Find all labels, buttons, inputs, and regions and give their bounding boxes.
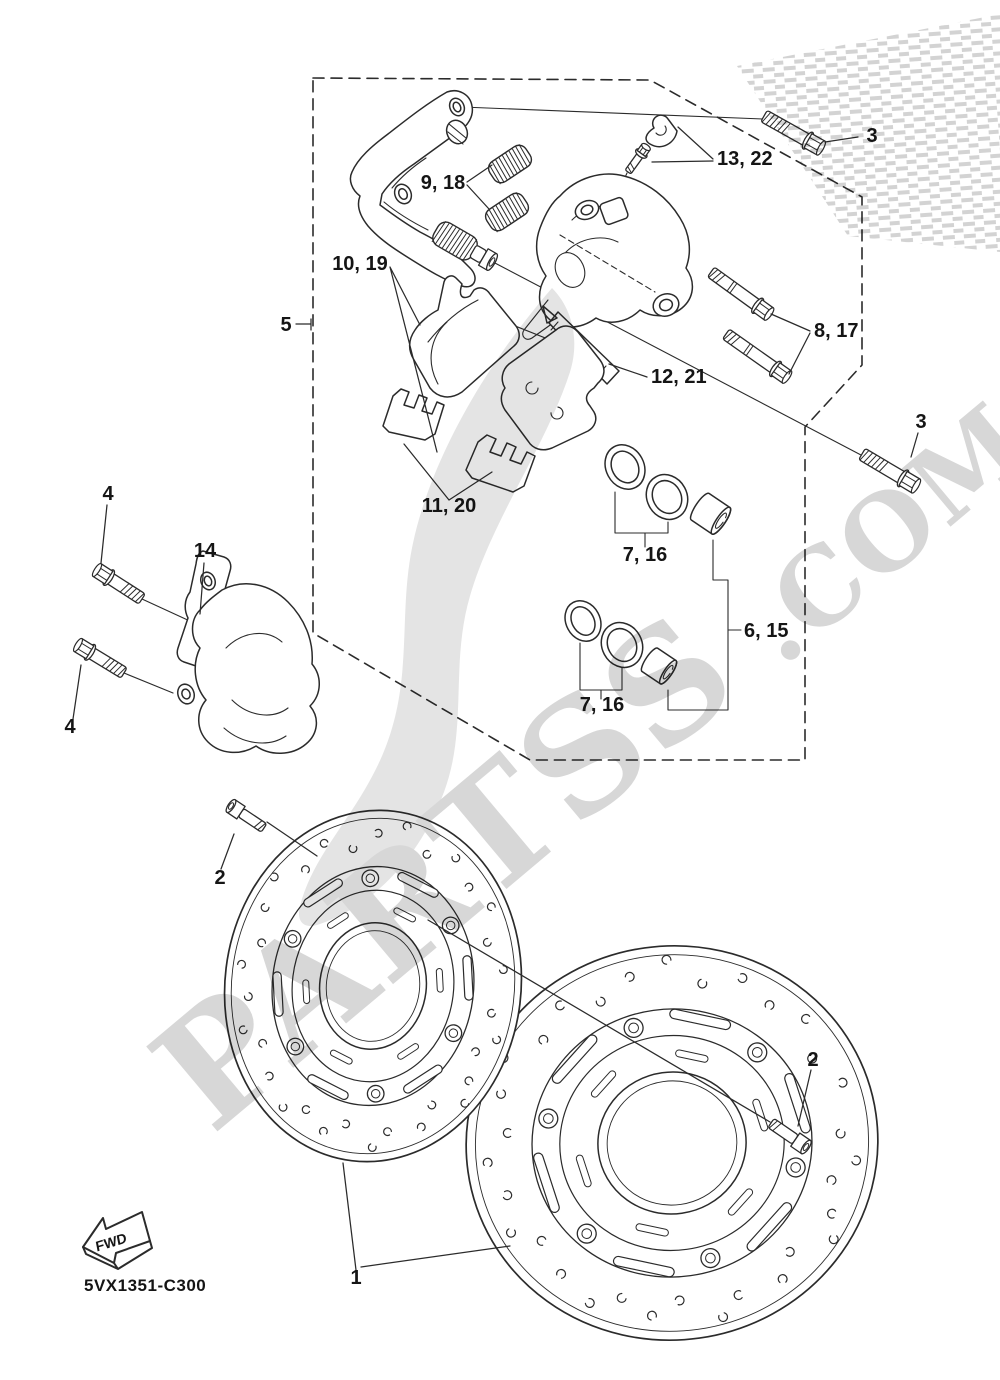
brake-disc-left (223, 809, 523, 1163)
brake-disc-right (465, 944, 879, 1342)
watermark-suffix: .COM (719, 379, 1000, 687)
caliper-piston-lower (640, 647, 678, 685)
callout-4-bottom: 4 (64, 716, 76, 738)
slide-pin-boots (431, 144, 533, 261)
assembly-boundary (312, 77, 863, 761)
caliper-assembly-14 (176, 550, 320, 754)
seal-group-brackets (579, 491, 742, 711)
callout-3-right: 3 (915, 411, 926, 433)
callout-9-18: 9, 18 (421, 172, 465, 194)
watermark-swoosh (298, 288, 575, 926)
callout-13-22: 13, 22 (717, 148, 773, 170)
callout-8-17: 8, 17 (814, 320, 858, 342)
callout-1: 1 (350, 1267, 361, 1289)
callout-6-15: 6, 15 (744, 620, 788, 642)
bleeder-and-hose-guide (645, 114, 678, 148)
callout-12-21: 12, 21 (651, 366, 707, 388)
fwd-arrow: FWD (82, 1211, 153, 1270)
callout-2-left: 2 (214, 867, 225, 889)
caliper-piston-upper (689, 492, 732, 535)
callout-4-top: 4 (102, 483, 114, 505)
callout-5: 5 (280, 314, 291, 336)
callout-7-16-upper: 7, 16 (623, 544, 667, 566)
piston-seals (564, 444, 742, 711)
caliper-body (522, 173, 694, 340)
callout-7-16-lower: 7, 16 (580, 694, 624, 716)
diagram-code: 5VX1351-C300 (84, 1276, 206, 1295)
bolts (72, 110, 922, 1155)
callout-2-right: 2 (807, 1049, 818, 1071)
watermark-halftone-band (737, 14, 1000, 252)
callout-14: 14 (194, 540, 217, 562)
callout-10-19: 10, 19 (332, 253, 388, 275)
